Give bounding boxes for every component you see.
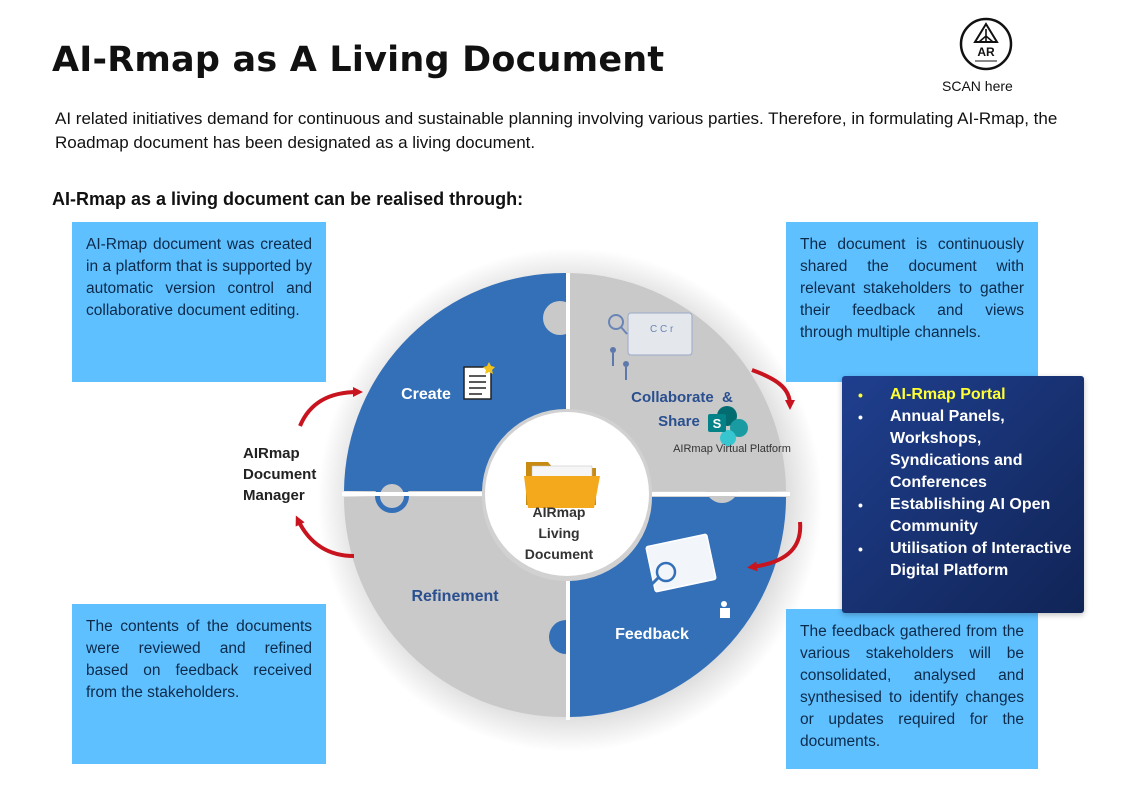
intro-paragraph: AI related initiatives demand for contin… xyxy=(55,109,1058,152)
create-note: AI-Rmap document was created in a platfo… xyxy=(72,222,326,382)
sharepoint-icon: S xyxy=(708,406,748,446)
feedback-note: The feedback gathered from the various s… xyxy=(786,609,1038,769)
section-subheading: AI-Rmap as a living document can be real… xyxy=(52,189,524,209)
knob-top xyxy=(543,301,577,335)
svg-text:S: S xyxy=(713,416,722,431)
logo-text: AR xyxy=(977,45,995,59)
center-label-3: Document xyxy=(525,546,594,562)
channel-item-community: Establishing AI Open Community xyxy=(854,494,1076,538)
knob-right xyxy=(705,469,739,503)
channel-item-panels: Annual Panels, Workshops, Syndications a… xyxy=(854,406,1076,494)
channel-item-portal[interactable]: AI-Rmap Portal xyxy=(854,384,1076,406)
refinement-piece xyxy=(344,497,566,718)
browser-search-icon xyxy=(645,533,730,618)
center-label-2: Living xyxy=(538,525,579,541)
collaborate-note: The document is continuously shared the … xyxy=(786,222,1038,382)
qr-logo-icon[interactable]: AR xyxy=(958,16,1014,72)
collaboration-illustration-icon: C C r xyxy=(608,312,693,380)
channels-box: AI-Rmap Portal Annual Panels, Workshops,… xyxy=(842,376,1084,613)
create-piece xyxy=(344,272,566,491)
arrow-feedback-out xyxy=(747,521,803,572)
manager-line-3: Manager xyxy=(243,487,305,504)
page-title: AI-Rmap as A Living Document xyxy=(52,40,665,80)
channel-item-digital-platform: Utilisation of Interactive Digital Platf… xyxy=(854,538,1076,582)
feedback-label: Feedback xyxy=(615,626,689,643)
feedback-piece xyxy=(570,497,786,717)
svg-text:C C r: C C r xyxy=(650,324,674,335)
manager-line-1: AIRmap xyxy=(243,445,300,462)
channels-list: AI-Rmap Portal Annual Panels, Workshops,… xyxy=(854,384,1076,582)
scan-label: SCAN here xyxy=(942,78,1013,94)
center-label-1: AIRmap xyxy=(533,504,586,520)
refinement-note: The contents of the documents were revie… xyxy=(72,604,326,764)
document-manager-label: AIRmap Document Manager xyxy=(243,443,316,506)
collaborate-label-1: Collaborate & xyxy=(631,389,733,406)
arrow-refinement-to-manager xyxy=(295,515,355,558)
create-label: Create xyxy=(401,386,451,403)
arrow-collaborate-to-feedback xyxy=(751,368,795,410)
arrow-manager-to-create xyxy=(298,387,363,427)
refinement-label: Refinement xyxy=(411,588,499,605)
folder-icon xyxy=(524,462,600,508)
manager-line-2: Document xyxy=(243,466,317,483)
platform-label: AIRmap Virtual Platform xyxy=(673,443,791,455)
document-icon xyxy=(463,362,495,400)
collaborate-label-2: Share xyxy=(658,413,700,430)
